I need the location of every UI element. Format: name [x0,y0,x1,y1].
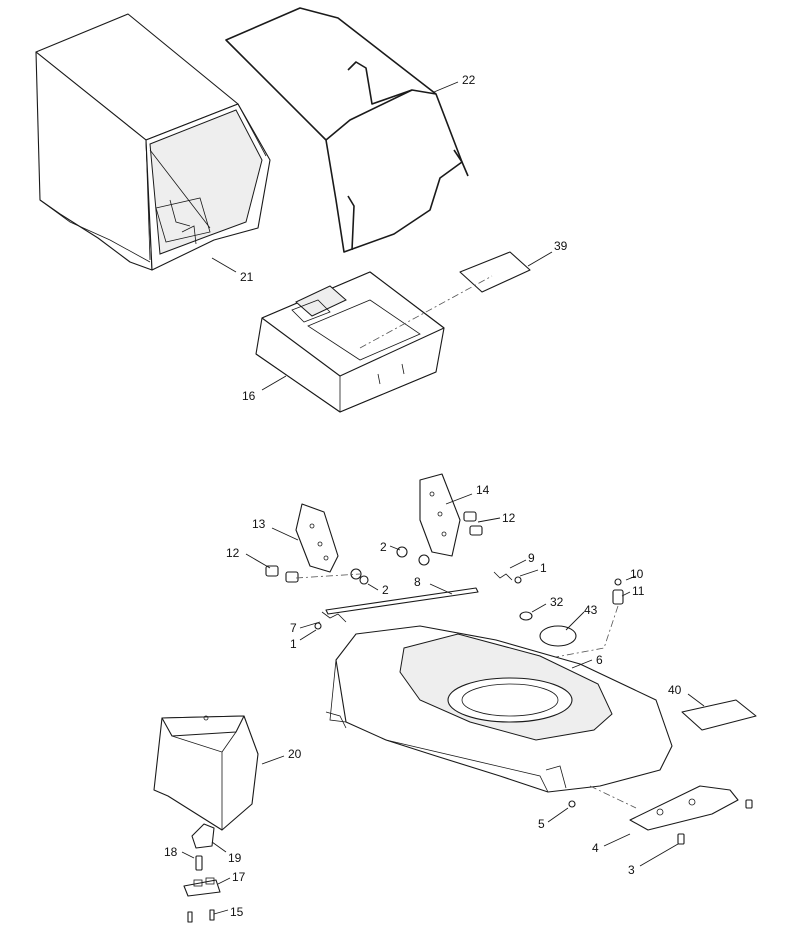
nut-left[interactable] [350,568,369,585]
nut-upper[interactable] [396,546,430,566]
callout-5: 5 [538,817,545,831]
callout-8: 8 [414,575,421,589]
rear-axle-rod[interactable] [325,587,479,615]
callout-2-upper: 2 [380,540,387,554]
grass-bag-fabric[interactable] [35,13,271,271]
latch-screws[interactable] [187,909,215,923]
rear-discharge-deflector[interactable] [153,715,259,831]
washer-32[interactable] [519,611,533,621]
cover-label-axis [359,275,493,349]
callout-13: 13 [252,517,266,531]
callout-4: 4 [592,841,599,855]
bracket-axis [589,785,637,809]
callout-18: 18 [164,845,178,859]
callout-17: 17 [232,870,246,884]
latch-spring[interactable] [195,855,203,871]
deck-label[interactable] [681,699,757,731]
callout-21: 21 [240,270,254,284]
disc-43[interactable] [539,625,577,647]
mower-deck[interactable] [325,625,673,793]
callout-32: 32 [550,595,564,609]
callout-9: 9 [528,551,535,565]
callout-labels: 21 22 39 16 13 14 12 12 2 2 8 9 1 10 11 … [164,73,682,919]
callout-22: 22 [462,73,476,87]
bolt-upper-right[interactable] [463,511,483,536]
grass-bag-wire-frame[interactable] [225,7,469,253]
spring-left[interactable] [314,611,347,630]
callout-14: 14 [476,483,490,497]
callout-20: 20 [288,747,302,761]
left-rear-bracket[interactable] [295,503,339,573]
grass-bag-cover[interactable] [255,271,445,413]
callout-19: 19 [228,851,242,865]
front-bracket[interactable] [629,785,739,831]
callout-1-upper: 1 [540,561,547,575]
fitting-10-11[interactable] [612,578,624,605]
callout-43: 43 [584,603,598,617]
bracket-screw[interactable] [677,799,753,845]
leader-lines [181,81,705,915]
callout-12-right: 12 [502,511,516,525]
latch-cover[interactable] [191,823,215,849]
callout-12-left: 12 [226,546,240,560]
callout-10: 10 [630,567,644,581]
rod-axis [295,573,361,579]
right-rear-bracket[interactable] [419,473,461,557]
cover-label[interactable] [459,251,531,293]
callout-39: 39 [554,239,568,253]
callout-1-lower: 1 [290,637,297,651]
callout-3: 3 [628,863,635,877]
latch-base[interactable] [183,877,221,897]
callout-2-lower: 2 [382,583,389,597]
callout-16: 16 [242,389,256,403]
deck-screw-5[interactable] [568,800,576,808]
callout-6: 6 [596,653,603,667]
bolt-left[interactable] [265,565,299,583]
callout-7: 7 [290,621,297,635]
callout-15: 15 [230,905,244,919]
callout-40: 40 [668,683,682,697]
callout-11: 11 [632,584,645,598]
spring-right[interactable] [493,571,522,584]
